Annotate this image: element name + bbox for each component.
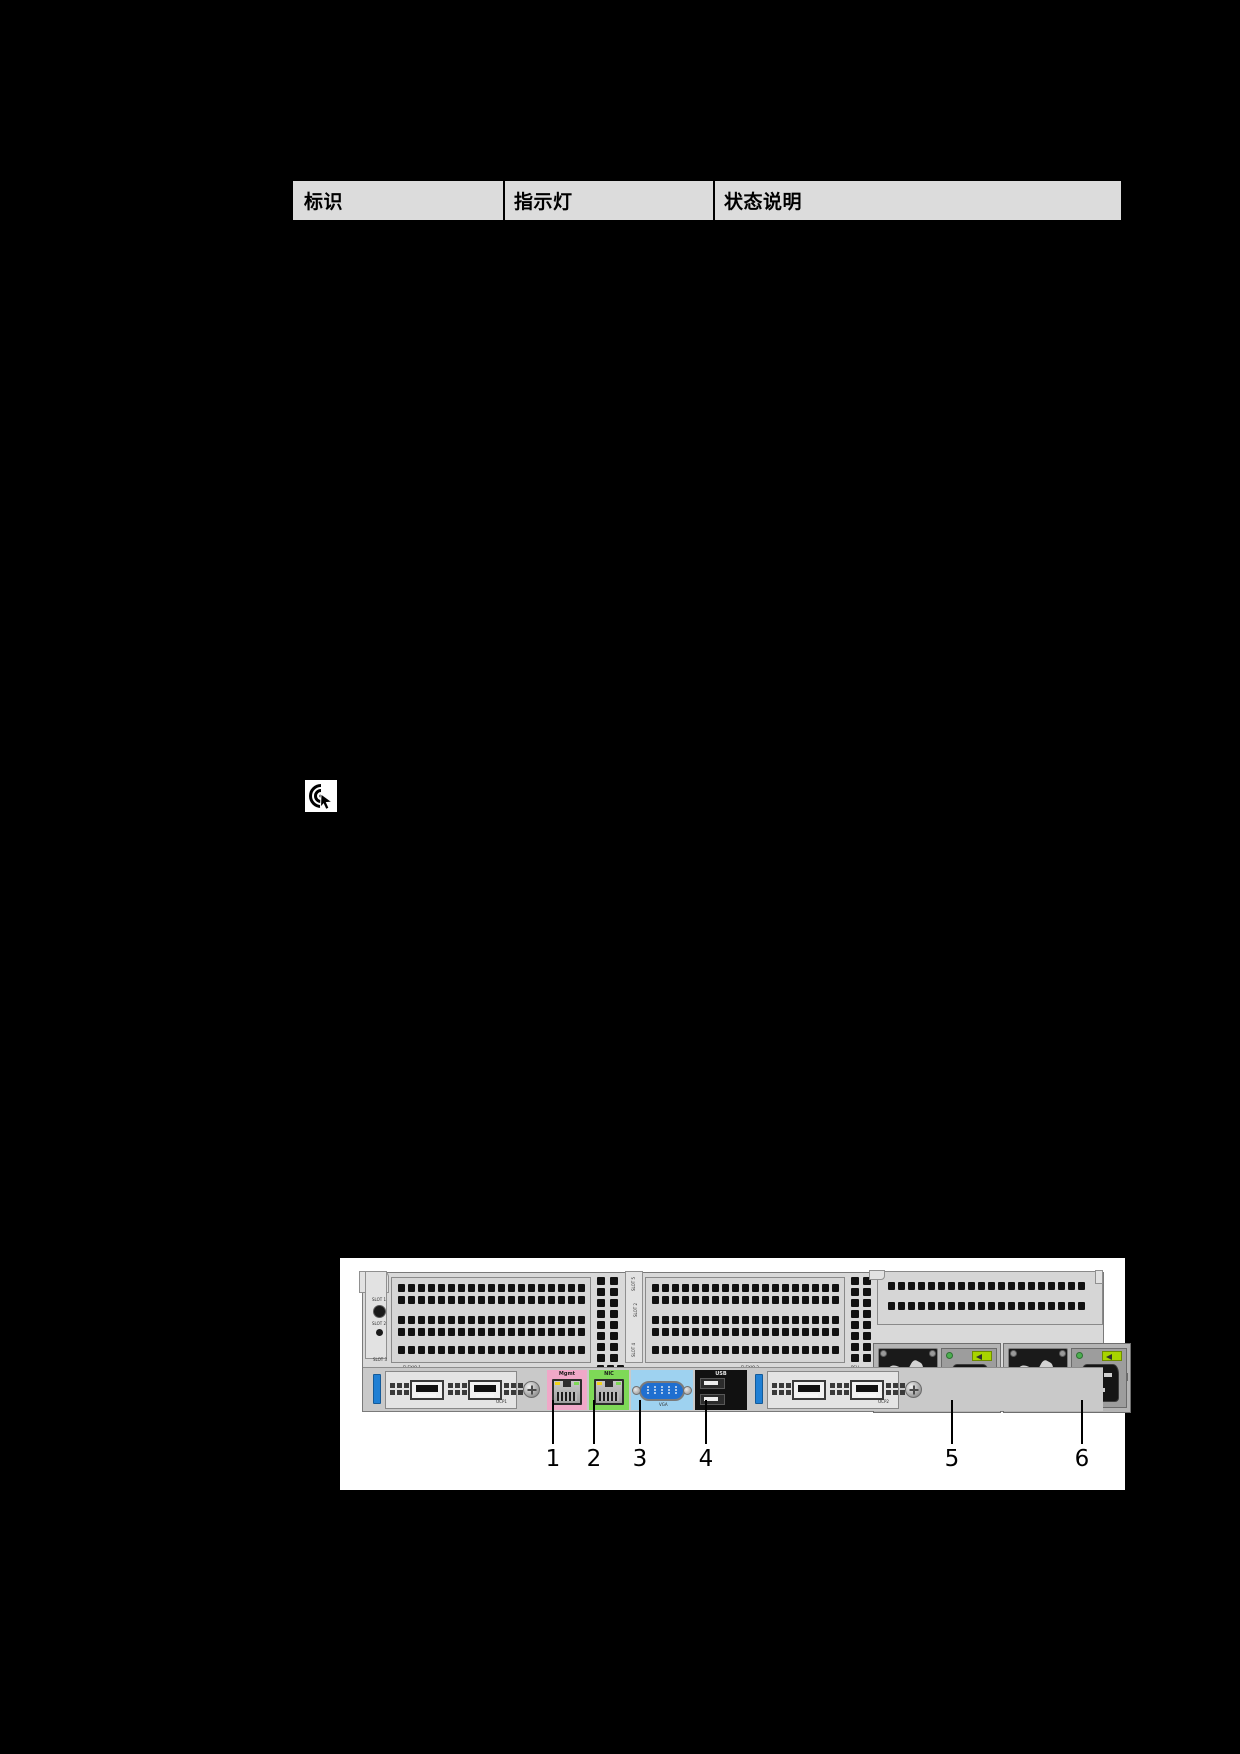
nic-ethernet-port[interactable]: NIC [589,1370,629,1410]
mgmt-rj45-jack[interactable] [552,1379,582,1405]
vent-col-center-b [610,1277,618,1362]
riser-area: SLOT 1 SLOT 2 SLOT 3 [359,1270,1103,1373]
rear-io-band: OCP1 Mgmt NIC [363,1367,1103,1411]
ocp-card-2: OCP2 [767,1371,905,1409]
riser-card-right [645,1277,845,1363]
ocp2-thumbscrew[interactable] [905,1381,922,1398]
callout-line-6 [1081,1400,1083,1444]
cover-tab-right [869,1270,885,1280]
usb-ports[interactable]: USB [695,1370,747,1410]
table-header-cell-identifier: 标识 [304,191,344,213]
vga-port[interactable]: VGA [631,1370,693,1410]
vent-col-right-a [851,1277,859,1362]
vent-row-b1 [652,1284,839,1292]
vent-col-center-a [597,1277,605,1362]
vga-screw-right [683,1386,692,1395]
psu1-status-led [946,1352,953,1359]
callout-line-1 [552,1400,554,1444]
vent-row-b3 [652,1316,839,1324]
vga-screw-left [632,1386,641,1395]
vent-col-right-b [863,1277,871,1362]
cover-tab-far-right [1095,1270,1103,1284]
top-cover-plate-right [877,1271,1103,1325]
callout-number-4: 4 [698,1446,714,1472]
slot-label-slot3: SLOT 3 [373,1357,388,1362]
vent-row-a3 [398,1316,585,1324]
psu1-release-latch[interactable] [972,1351,992,1361]
management-network-port[interactable]: Mgmt [547,1370,587,1410]
vent-row-a2 [398,1296,585,1304]
ocp1-sfp-port-b[interactable] [468,1380,502,1400]
usb-port-upper[interactable] [700,1378,725,1389]
vent-row-a5 [398,1346,585,1354]
slot-label-slot1: SLOT 1 [372,1297,387,1302]
ocp2-label: OCP2 [878,1399,889,1404]
psu2-release-latch[interactable] [1102,1351,1122,1361]
vent-row-b2 [652,1296,839,1304]
ocp1-ejector-handle[interactable] [373,1374,381,1404]
callout-line-4 [705,1400,707,1444]
vga-port-label: VGA [659,1402,668,1407]
ocp1-label: OCP1 [496,1399,507,1404]
ocp2-led-grid [772,1383,791,1395]
riser-bracket-center [625,1271,643,1363]
riser-screw-upper [373,1305,386,1318]
slot-label-slot2-center: SLOT 2 [633,1302,638,1317]
nic-rj45-jack[interactable] [594,1379,624,1405]
ocp2-led-grid-right [886,1383,905,1395]
riser-screw-lower [376,1329,383,1336]
vent-row-cover-2 [888,1302,1085,1310]
vent-row-cover-1 [888,1282,1085,1290]
slot-label-slot4: SLOT 4 [631,1342,636,1357]
click-target-cursor-icon [305,780,337,812]
nic-port-label: NIC [604,1371,614,1377]
vga-connector[interactable] [639,1381,685,1401]
usb-port-lower[interactable] [700,1394,725,1405]
table-header-cell-status-description: 状态说明 [713,181,1121,220]
ocp1-led-grid-mid [448,1383,467,1395]
vent-row-a1 [398,1284,585,1292]
server-rear-panel-figure: SLOT 1 SLOT 2 SLOT 3 [340,1258,1131,1490]
mgmt-port-label: Mgmt [558,1371,576,1377]
callout-number-2: 2 [586,1446,602,1472]
ocp1-led-grid-right [504,1383,523,1395]
ocp2-ejector-handle[interactable] [755,1374,763,1404]
callout-number-5: 5 [944,1446,960,1472]
vent-row-a4 [398,1328,585,1336]
slot-label-slot2: SLOT 2 [372,1321,387,1326]
riser-card-left [391,1277,591,1363]
ocp2-sfp-port-b[interactable] [850,1380,884,1400]
callout-line-2 [593,1400,595,1444]
vent-row-b4 [652,1328,839,1336]
callout-line-5 [951,1400,953,1444]
usb-port-label: USB [715,1371,727,1377]
chassis-rear-body: SLOT 1 SLOT 2 SLOT 3 [359,1270,1131,1413]
indicator-status-table-header: 标识 指示灯 状态说明 [293,181,1121,220]
vent-row-b5 [652,1346,839,1354]
ocp1-thumbscrew[interactable] [523,1381,540,1398]
callout-number-1: 1 [545,1446,561,1472]
table-header-cell-indicator: 指示灯 [503,181,713,220]
ocp1-led-grid [390,1383,409,1395]
callout-line-3 [639,1400,641,1444]
ocp2-sfp-port-a[interactable] [792,1380,826,1400]
callout-number-6: 6 [1074,1446,1090,1472]
ocp1-sfp-port-a[interactable] [410,1380,444,1400]
ocp2-led-grid-mid [830,1383,849,1395]
psu2-status-led [1076,1352,1083,1359]
slot-label-slot5: SLOT 5 [631,1276,636,1291]
callout-number-3: 3 [632,1446,648,1472]
ocp-card-1: OCP1 [385,1371,523,1409]
